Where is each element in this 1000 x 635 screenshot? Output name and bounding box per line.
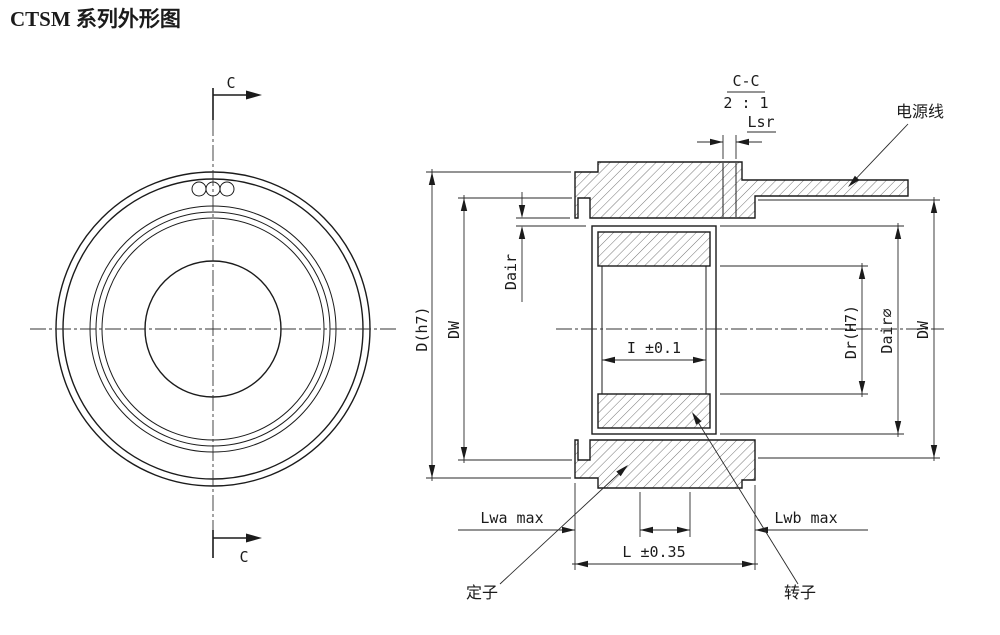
dimension-labels: D(h7) DW Dair Dr(H7) Dair∅ DW I ±0.1 Lsr… <box>413 72 932 561</box>
section-mark-bottom-label: C <box>239 548 248 566</box>
section-view: D(h7) DW Dair Dr(H7) Dair∅ DW I ±0.1 Lsr… <box>413 72 944 602</box>
dim-lwa-label: Lwa max <box>480 509 543 527</box>
dim-dr-h7-label: Dr(H7) <box>842 305 860 359</box>
dim-l-label: L ±0.35 <box>622 543 685 561</box>
dim-dw-left-label: DW <box>445 320 463 339</box>
front-view: C C <box>30 74 397 566</box>
drawing-title: CTSM 系列外形图 <box>10 7 181 31</box>
section-arrow-top <box>246 90 262 100</box>
rotor-leader-arrow <box>692 412 702 425</box>
section-name-label: C-C <box>732 72 759 90</box>
rotor-bottom-hatch-region <box>597 393 711 429</box>
stator-top-hatch-region <box>574 161 909 219</box>
rotor-label: 转子 <box>784 583 816 602</box>
rotor-top-hatch-region <box>597 231 711 267</box>
power-cable-label: 电源线 <box>896 102 944 121</box>
rotor-leader <box>692 413 799 585</box>
dim-dair-dia-label: Dair∅ <box>878 308 896 353</box>
section-mark-top-label: C <box>226 74 235 92</box>
dim-i-label: I ±0.1 <box>627 339 681 357</box>
rotor-envelope <box>591 225 717 435</box>
leader-lines <box>499 123 909 585</box>
rotor-section <box>591 225 717 435</box>
lsr-seam-lines <box>722 163 737 217</box>
dim-lsr-label: Lsr <box>747 113 774 131</box>
dim-d-h7-label: D(h7) <box>413 306 431 351</box>
dim-dw-right-label: DW <box>914 320 932 339</box>
stator-leader <box>499 466 627 585</box>
stator-bottom-hatch-region <box>574 439 756 489</box>
section-scale-label: 2 : 1 <box>723 94 768 112</box>
section-arrow-bottom <box>246 533 262 543</box>
centerlines-front <box>30 120 397 540</box>
dim-dair-label: Dair <box>502 254 520 290</box>
section-cut-marks: C C <box>212 74 262 566</box>
stator-leader-arrow <box>616 465 628 477</box>
stator-label: 定子 <box>466 583 498 602</box>
dimension-lines <box>428 91 938 568</box>
callout-labels: 电源线 定子 转子 <box>466 102 944 602</box>
power-cable-leader <box>849 123 909 186</box>
power-cable-leader-arrow <box>848 175 860 187</box>
dim-lwb-label: Lwb max <box>774 509 837 527</box>
extension-lines <box>426 135 940 570</box>
